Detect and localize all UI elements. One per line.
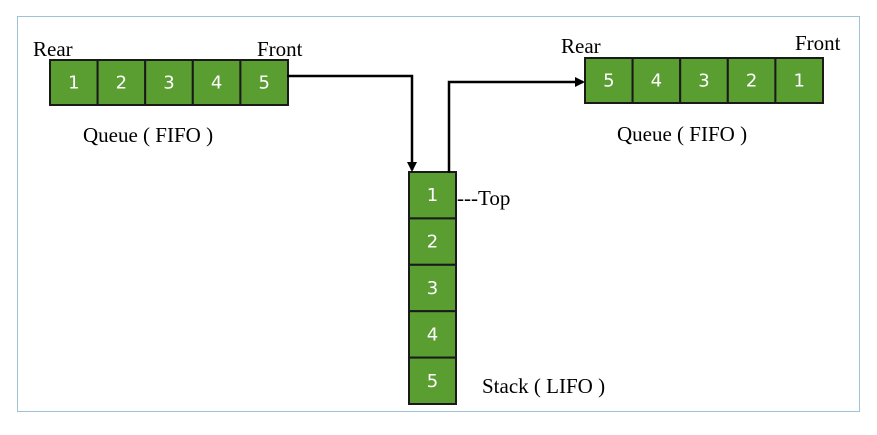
stack-top-label: ---Top [457,186,510,210]
stack-cell-3-label: 3 [427,278,438,299]
right-queue-cell-3: 3 [679,57,729,104]
right-queue-cell-4-label: 2 [746,71,757,92]
right-queue-cell-1: 5 [584,57,634,104]
right-queue: Rear Front 5 4 3 2 1 Queue ( FIFO ) [561,31,841,146]
stack-cell-2-box [408,217,457,266]
left-queue-cell-3-label: 3 [163,73,174,94]
left-queue: Rear Front 1 2 3 4 5 Queue ( FIFO ) [33,37,303,147]
stack-cell-5-label: 5 [427,371,438,392]
stack-to-queue-arrow [447,77,585,173]
left-queue-cell-4: 4 [191,59,242,106]
stack-cell-4-label: 4 [427,324,438,345]
stack-caption: Stack ( LIFO ) [482,374,605,398]
left-queue-cell-5-label: 5 [258,73,269,94]
stack: 1 2 3 4 5 ---Top Stack ( LIFO ) [408,171,605,406]
left-queue-cell-1: 1 [49,59,99,106]
right-queue-cell-5-label: 1 [793,71,804,92]
left-queue-rear-label: Rear [33,37,73,61]
right-queue-cell-1-label: 5 [603,71,614,92]
stack-cell-1-label: 1 [427,185,438,206]
stack-cell-4: 4 [408,310,457,359]
right-queue-cell-3-label: 3 [698,71,709,92]
right-queue-cell-1-box [584,57,634,104]
stack-cell-1: 1 [408,171,457,220]
left-queue-caption: Queue ( FIFO ) [83,123,213,147]
stack-cells: 1 2 3 4 5 [408,171,457,406]
stack-cell-5: 5 [408,356,457,406]
right-queue-cell-3-box [679,57,729,104]
right-queue-cell-5: 1 [774,57,825,104]
queue-to-stack-arrow [287,74,417,172]
right-queue-cell-2-box [631,57,682,104]
right-queue-front-label: Front [795,31,841,55]
left-queue-cell-3: 3 [144,59,194,106]
right-queue-cells: 5 4 3 2 1 [584,57,825,104]
right-queue-caption: Queue ( FIFO ) [617,122,747,146]
left-queue-cell-4-label: 4 [211,73,222,94]
stack-cell-2-label: 2 [427,232,438,253]
left-queue-cell-1-box [49,59,99,106]
stack-cell-2: 2 [408,217,457,266]
left-queue-cell-2: 2 [96,59,147,106]
right-queue-cell-4: 2 [726,57,777,104]
stack-cell-4-box [408,310,457,359]
left-queue-cells: 1 2 3 4 5 [49,59,289,106]
left-queue-cell-4-box [191,59,242,106]
left-queue-cell-2-label: 2 [116,73,127,94]
left-queue-cell-2-box [96,59,147,106]
right-queue-cell-2-label: 4 [651,71,662,92]
left-queue-cell-5-box [239,59,289,106]
left-queue-cell-1-label: 1 [68,73,79,94]
stack-cell-3: 3 [408,263,457,313]
left-queue-cell-5: 5 [239,59,289,106]
right-queue-cell-5-box [774,57,825,104]
stack-cell-5-box [408,356,457,406]
right-queue-rear-label: Rear [561,34,601,58]
left-queue-front-label: Front [257,37,303,61]
right-queue-cell-2: 4 [631,57,682,104]
